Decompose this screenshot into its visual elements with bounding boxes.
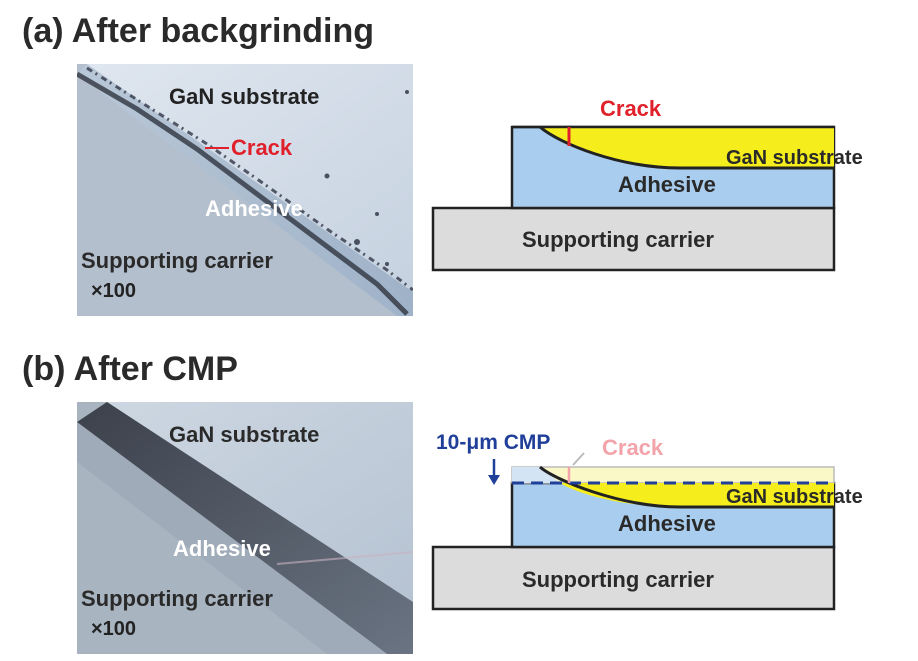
schematic-b-cmp-label: 10-μm CMP bbox=[436, 431, 550, 454]
schematic-a-crack-label: Crack bbox=[600, 96, 662, 121]
schematic-b: 10-μm CMP Crack GaN substrate Adhesive S… bbox=[430, 425, 910, 615]
micrograph-a-image bbox=[75, 64, 414, 316]
schematic-a-adhesive-label: Adhesive bbox=[618, 172, 716, 197]
photo-a-crack-pointer bbox=[205, 147, 229, 149]
schematic-b-gan-label: GaN substrate bbox=[726, 486, 863, 508]
photo-a-carrier-label: Supporting carrier bbox=[81, 248, 273, 273]
micrograph-b: GaN substrate Adhesive Supporting carrie… bbox=[77, 402, 414, 654]
schematic-b-adhesive-label: Adhesive bbox=[618, 511, 716, 536]
schematic-a-gan-label: GaN substrate bbox=[726, 147, 863, 169]
schematic-a-carrier-label: Supporting carrier bbox=[522, 227, 714, 252]
schematic-b-cmp-arrow bbox=[488, 475, 500, 485]
photo-a-adhesive-label: Adhesive bbox=[205, 196, 303, 221]
schematic-a-svg: Crack GaN substrate Adhesive Supporting … bbox=[431, 96, 863, 272]
photo-b-magnification: ×100 bbox=[91, 618, 137, 640]
photo-b-carrier-label: Supporting carrier bbox=[81, 586, 273, 611]
photo-a-crack-label: Crack bbox=[231, 135, 293, 160]
heading-a: (a) After backgrinding bbox=[22, 12, 374, 50]
photo-b-gan-label: GaN substrate bbox=[169, 422, 320, 447]
photo-a-magnification: ×100 bbox=[91, 280, 137, 302]
photo-b-adhesive-label: Adhesive bbox=[173, 536, 271, 561]
schematic-b-carrier-label: Supporting carrier bbox=[522, 567, 714, 592]
photo-a-gan-label: GaN substrate bbox=[169, 84, 320, 109]
schematic-a-carrier bbox=[431, 206, 836, 272]
heading-b: (b) After CMP bbox=[22, 350, 238, 388]
schematic-b-crack-label: Crack bbox=[602, 435, 664, 460]
schematic-b-svg: 10-μm CMP Crack GaN substrate Adhesive S… bbox=[431, 431, 863, 611]
schematic-a: Crack GaN substrate Adhesive Supporting … bbox=[430, 94, 910, 279]
micrograph-b-image bbox=[77, 402, 414, 654]
micrograph-a: GaN substrate Crack Adhesive Supporting … bbox=[75, 64, 414, 316]
